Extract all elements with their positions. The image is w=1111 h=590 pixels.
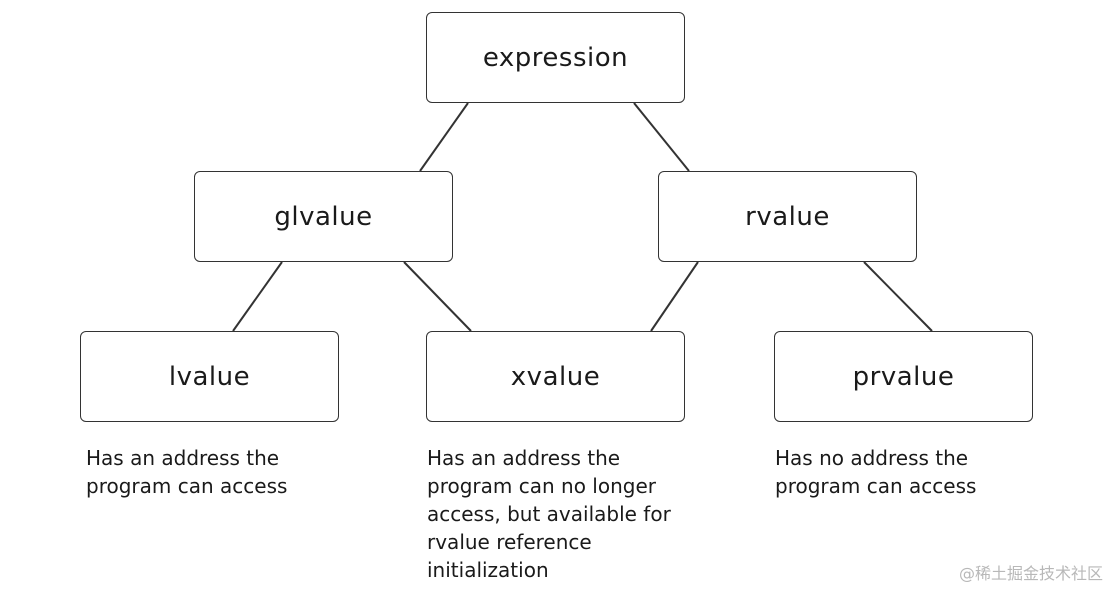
edge-glvalue-xvalue (403, 261, 472, 332)
node-xvalue: xvalue (426, 331, 685, 422)
edge-expression-glvalue (419, 102, 469, 172)
node-expression: expression (426, 12, 685, 103)
edge-rvalue-prvalue (863, 261, 933, 332)
node-prvalue: prvalue (774, 331, 1033, 422)
node-glvalue: glvalue (194, 171, 453, 262)
prvalue-description: Has no address the program can access (775, 446, 977, 498)
xvalue-description: Has an address the program can no longer… (427, 446, 671, 582)
edge-expression-rvalue (633, 102, 690, 172)
node-lvalue: lvalue (80, 331, 339, 422)
watermark: @稀土掘金技术社区 (958, 564, 1103, 583)
node-rvalue: rvalue (658, 171, 917, 262)
lvalue-description: Has an address the program can access (86, 446, 288, 498)
edge-rvalue-xvalue (650, 261, 699, 332)
edge-glvalue-lvalue (232, 261, 283, 332)
